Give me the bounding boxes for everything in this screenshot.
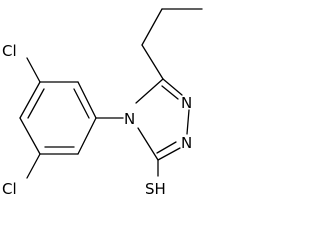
propyl-bond-1 [141,44,164,80]
chlorine-bond-bottom [26,153,41,179]
aryl-bond-3-inner [27,88,45,119]
aryl-bond-6 [77,117,97,155]
aryl-bond-3 [19,81,41,119]
aryl-bond-1-inner [73,88,90,119]
chlorine-label-top: Cl [2,42,17,60]
aryl-bond-1 [77,81,97,119]
triazole-bond-c5-n1-double [162,78,183,96]
triazole-bond-c5-n1-inner [161,85,179,100]
nitrogen-label-n1: N [181,94,192,112]
triazole-bond-c3-n4 [137,127,159,161]
thiol-label: SH [145,180,166,198]
nitrogen-label-n4: N [124,110,135,128]
aryl-bond-4 [19,117,41,155]
triazole-bond-n2-c3-double [157,147,181,161]
triazole-bond-n1-n2 [186,109,190,135]
propyl-bond-2 [141,8,163,46]
triazole-bond-c5-n4 [135,78,164,104]
chlorine-label-bottom: Cl [2,180,17,198]
chlorine-bond-top [26,57,41,83]
nitrogen-label-n2: N [181,134,192,152]
triazole-bond-n2-c3-inner [156,141,177,154]
molecule-structure-diagram: Cl Cl N N N SH [2,8,203,198]
